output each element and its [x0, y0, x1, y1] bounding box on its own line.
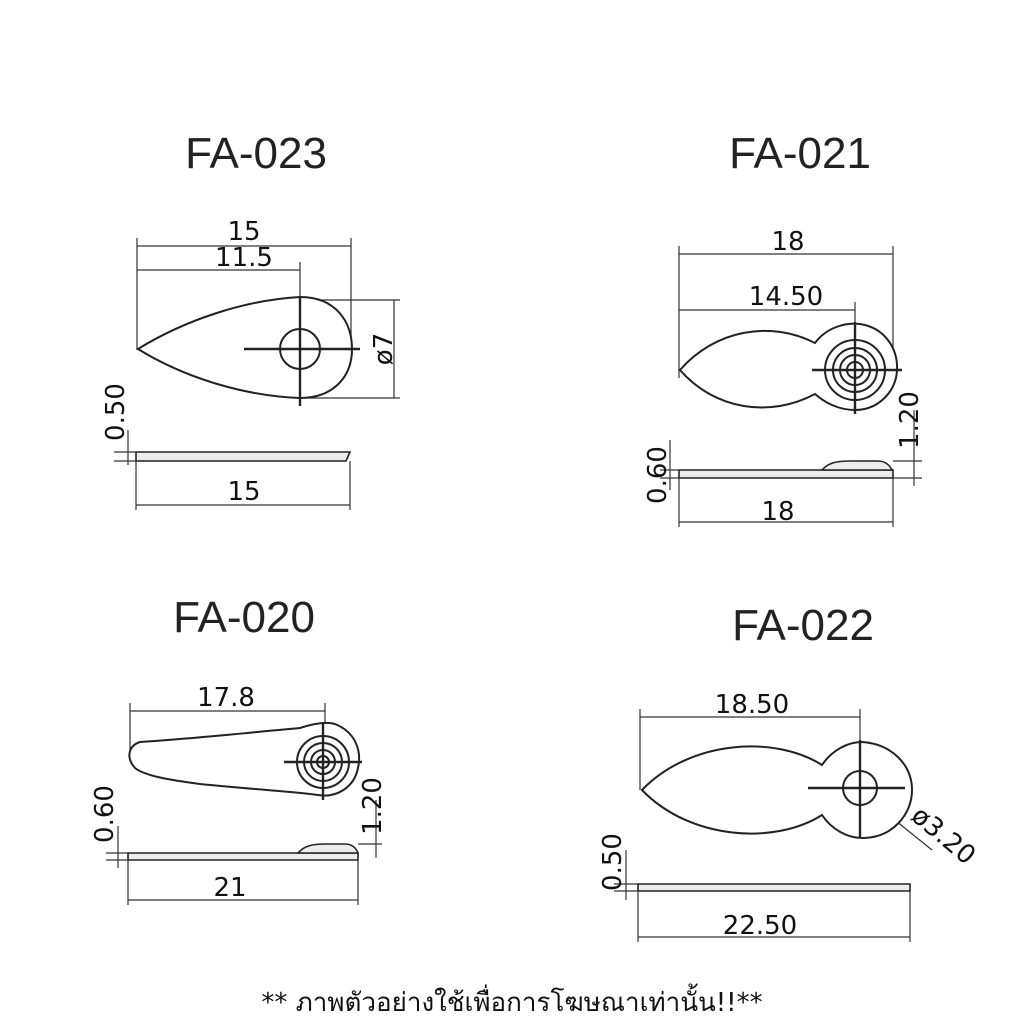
side-view	[614, 850, 911, 942]
dim-hole-offset: 14.50	[749, 282, 823, 312]
dim-boss-height: 1.20	[358, 777, 388, 835]
dim-side-length: 18	[761, 497, 794, 527]
footer-disclaimer: ** ภาพตัวอย่างใช้เพื่อการโฆษณาเท่านั้น!!…	[261, 988, 763, 1018]
part-code: FA-023	[185, 129, 327, 178]
dim-side-length: 15	[227, 477, 260, 507]
part-code: FA-022	[732, 601, 874, 650]
plate-outline	[640, 740, 914, 840]
dim-hole-offset: 17.8	[197, 683, 255, 713]
dim-hole-offset: 11.5	[215, 243, 273, 273]
dim-hole-diameter: ø3.20	[905, 801, 981, 871]
part-fa-020: FA-020 17.8 0.60 1.20 21	[90, 593, 388, 905]
dimension-lines	[678, 246, 894, 378]
part-fa-023: FA-023 15 11.5 ø7 0.50	[101, 129, 400, 510]
technical-drawing: FA-023 15 11.5 ø7 0.50	[90, 129, 981, 942]
dim-thickness: 0.50	[598, 833, 628, 891]
dim-side-length: 21	[213, 873, 246, 903]
part-code: FA-021	[729, 129, 871, 178]
side-view	[106, 800, 382, 905]
dim-thickness: 0.60	[90, 785, 120, 843]
dim-width: 15	[227, 217, 260, 247]
dim-hole-diameter: ø7	[369, 333, 399, 365]
part-fa-022: FA-022 18.50 ø3.20 0.50 22.50	[598, 601, 981, 942]
part-code: FA-020	[173, 593, 315, 642]
dim-thickness: 0.60	[643, 446, 673, 504]
dim-boss-height: 1.20	[895, 391, 925, 449]
dim-width: 18	[771, 227, 804, 257]
dim-thickness: 0.50	[101, 383, 131, 441]
dim-side-length: 22.50	[723, 911, 797, 941]
part-fa-021: FA-021 18 14.50 0.60	[643, 129, 925, 527]
side-view	[114, 430, 352, 510]
side-view	[660, 410, 922, 527]
dim-hole-offset: 18.50	[715, 690, 789, 720]
